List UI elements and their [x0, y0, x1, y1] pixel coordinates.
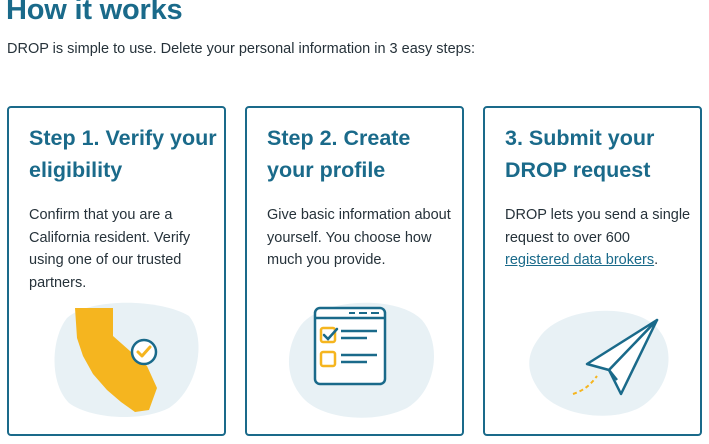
step-heading: 3. Submit your DROP request: [505, 126, 655, 182]
california-map-check-icon: [54, 302, 199, 418]
step-description: Give basic information about yourself. Y…: [267, 207, 451, 268]
paper-plane-icon: [529, 310, 669, 416]
page-title: How it works: [6, 0, 183, 26]
step-heading: Step 2. Create your profile: [267, 126, 411, 182]
step-card-profile: Step 2. Create your profile Give basic i…: [245, 106, 464, 436]
step-description-end: .: [654, 252, 659, 268]
page-intro: DROP is simple to use. Delete your perso…: [7, 41, 475, 57]
step-heading: Step 1. Verify your eligibility: [29, 126, 217, 182]
profile-form-checklist-icon: [288, 302, 434, 418]
step-card-submit: 3. Submit your DROP request DROP lets yo…: [483, 106, 702, 436]
step-description: DROP lets you send a single request to o…: [505, 204, 691, 272]
step-description: Confirm that you are a California reside…: [29, 207, 191, 291]
step-description-text: DROP lets you send a single request to o…: [505, 207, 691, 246]
registered-data-brokers-link[interactable]: registered data brokers: [505, 252, 655, 268]
step-card-verify: Step 1. Verify your eligibility Confirm …: [7, 106, 226, 436]
